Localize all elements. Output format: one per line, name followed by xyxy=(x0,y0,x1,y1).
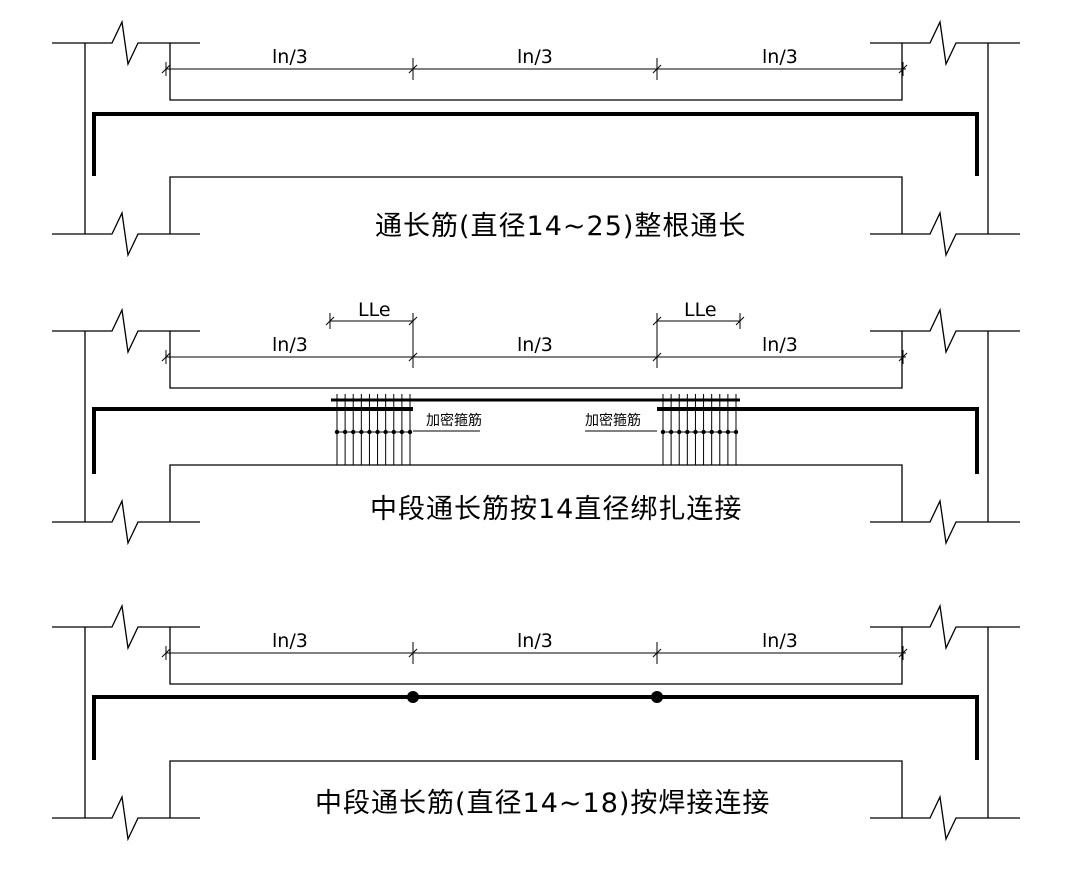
lap-dimension-right xyxy=(652,313,745,329)
dim-label-right: ln/3 xyxy=(762,46,798,68)
beam-top-outline xyxy=(169,627,903,685)
dim-label-left: ln/3 xyxy=(272,630,308,652)
left-column xyxy=(52,603,200,842)
dim-label-middle: ln/3 xyxy=(517,630,553,652)
beam-top-outline xyxy=(169,331,903,389)
dim-label-middle: ln/3 xyxy=(517,334,553,356)
end-rebar-left xyxy=(92,407,413,474)
stirrup-label-right: 加密箍筋 xyxy=(585,412,641,429)
beam-bottom-outline xyxy=(169,176,903,234)
dimension-line xyxy=(161,329,908,368)
dim-label-left: ln/3 xyxy=(272,46,308,68)
weld-point-right xyxy=(651,691,663,703)
dim-label-right: ln/3 xyxy=(762,334,798,356)
lap-label-left: LLe xyxy=(358,299,391,321)
lap-label-right: LLe xyxy=(684,299,717,321)
panel-3-welded-splice: ln/3 ln/3 ln/3 中段通长筋(直径14~18)按焊接连接 xyxy=(52,603,1020,842)
continuous-rebar xyxy=(92,695,979,760)
caption-panel-2: 中段通长筋按14直径绑扎连接 xyxy=(370,494,742,525)
left-column xyxy=(52,19,200,258)
beam-bottom-outline xyxy=(169,760,903,818)
continuous-rebar xyxy=(92,112,979,176)
panel-1-full-length-bar: ln/3 ln/3 ln/3 通长筋(直径14~25)整根通长 xyxy=(52,19,1020,258)
end-rebar-right xyxy=(657,407,979,474)
dim-label-right: ln/3 xyxy=(762,630,798,652)
stirrup-label-left: 加密箍筋 xyxy=(426,412,482,429)
right-column xyxy=(870,307,1020,546)
beam-bottom-outline xyxy=(169,464,903,522)
stirrup-zone-left xyxy=(334,394,413,465)
lap-dimension-left xyxy=(325,313,418,329)
stirrup-zone-right xyxy=(660,394,739,465)
right-column xyxy=(870,19,1020,258)
caption-panel-1: 通长筋(直径14~25)整根通长 xyxy=(375,211,746,242)
dimension-line xyxy=(161,642,908,664)
beam-top-outline xyxy=(169,43,903,101)
dimension-line xyxy=(161,58,908,80)
right-column xyxy=(870,603,1020,842)
caption-panel-3: 中段通长筋(直径14~18)按焊接连接 xyxy=(315,788,770,819)
dim-label-middle: ln/3 xyxy=(517,46,553,68)
panel-2-lap-splice: LLe LLe ln/3 ln/3 ln/3 加密箍筋 加密箍筋 中段通长筋按1… xyxy=(52,299,1020,546)
dim-label-left: ln/3 xyxy=(272,334,308,356)
left-column xyxy=(52,307,200,546)
weld-point-left xyxy=(407,691,419,703)
